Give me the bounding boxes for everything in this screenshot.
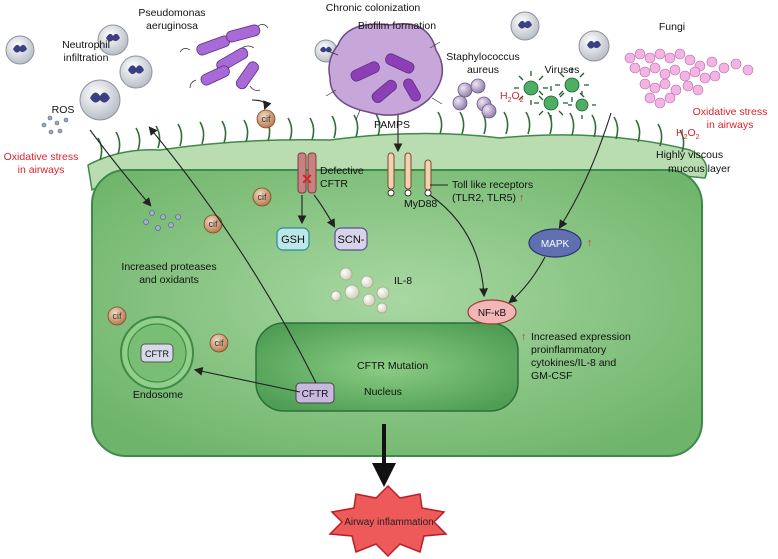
airway-inflammation-label: Airway inflammation [344,517,433,528]
myd88-label: MyD88 [404,198,437,210]
h2o2-label-right: H2O2 [676,127,700,141]
biofilm-label: Biofilm formation [358,20,436,32]
proteases-label-1: Increased proteases [121,261,216,273]
defective-cftr-label-1: Defective [320,165,364,177]
expr-up-arrow: ↑ [521,331,526,343]
proteases-label-2: and oxidants [139,274,199,286]
cif-particle: cif [203,214,223,234]
il8-particles [330,267,390,314]
airway-inflammation-burst: Airway inflammation [328,484,448,558]
viscous-label-2: mucous layer [668,163,731,175]
endosome-label: Endosome [133,389,183,401]
tlr-label-1: Toll like receptors [452,179,533,191]
oxidative-stress-left-1: Oxidative stress [4,151,79,163]
svg-text:CFTR: CFTR [145,349,169,359]
defect-cross-icon: × [302,169,313,189]
nucleus-label: Nucleus [364,386,402,398]
fungi-label: Fungi [659,21,685,33]
staph-label-2: aureus [467,64,499,76]
svg-text:cif: cif [113,311,122,321]
cif-particle: cif [209,333,229,353]
mucous-layer [87,111,708,192]
staphylococcus-icon [452,78,497,119]
defective-cftr-channel: × [297,152,317,194]
svg-text:cif: cif [209,219,218,229]
svg-text:GSH: GSH [281,234,305,246]
svg-text:CFTR: CFTR [302,389,329,400]
nfkb-node: NF-κB [467,299,517,325]
chronic-colonization-label: Chronic colonization [326,2,421,14]
expression-label-3: cytokines/IL-8 and [531,357,616,369]
defective-cftr-label-2: CFTR [320,178,348,190]
svg-text:cif: cif [262,114,271,124]
expression-label-4: GM-CSF [531,370,572,382]
neutrophil-label-1: Neutrophil [62,39,110,51]
biofilm-icon [325,23,444,130]
cftr-mutation-label: CFTR Mutation [357,360,428,372]
cif-particle: cif [107,306,127,326]
svg-text:H2O2: H2O2 [676,127,700,141]
mapk-up-arrow: ↑ [587,237,592,249]
h2o2-label-center: H2O2 [500,90,524,104]
pseudomonas-label-2: aeruginosa [146,20,198,32]
cif-particle: cif [252,187,272,207]
svg-text:SCN-: SCN- [338,234,365,246]
pseudomonas-label-1: Pseudomonas [138,7,205,19]
svg-text:NF-κB: NF-κB [478,308,507,319]
ros-label: ROS [52,104,75,116]
pamps-label: PAMPS [374,119,410,131]
svg-text:cif: cif [215,338,224,348]
cif-particle: cif [256,109,276,129]
oxidant-particles [143,210,181,231]
viruses-label: Viruses [545,64,580,76]
staph-label-1: Staphylococcus [446,51,520,63]
gsh-box: GSH [276,227,310,251]
expression-label-2: proinflammatory [531,344,607,356]
airway-epithelial-cell [91,169,703,457]
cif-particles: cif cif cif cif cif [107,109,276,353]
pseudomonas-icon [179,24,269,91]
tlr-up-arrow: ↑ [519,192,524,204]
mapk-node: MAPK [528,228,582,258]
oxidative-stress-right-2: in airways [707,119,754,131]
viscous-label-1: Highly viscous [656,149,723,161]
virus-icon [514,68,596,120]
neutrophil-icon [5,11,610,121]
svg-text:MAPK: MAPK [541,239,570,250]
oxidative-stress-right-1: Oxidative stress [693,106,768,118]
scn-box: SCN- [334,227,368,251]
pathway-arrows [89,99,612,393]
oxidative-stress-left-2: in airways [18,164,65,176]
il8-label: IL-8 [394,275,412,287]
neutrophil-label-2: infiltration [64,52,109,64]
tlr-receptors [387,152,432,197]
ros-particles [41,115,69,135]
svg-text:cif: cif [258,192,267,202]
expression-label-1: Increased expression [531,331,631,343]
tlr-label-2: (TLR2, TLR5) [452,192,516,204]
fungi-icon [624,48,754,109]
cftr-nucleus-box: CFTR [295,382,335,404]
cftr-endosome-box: CFTR [140,343,174,363]
svg-text:H2O2: H2O2 [500,90,524,104]
